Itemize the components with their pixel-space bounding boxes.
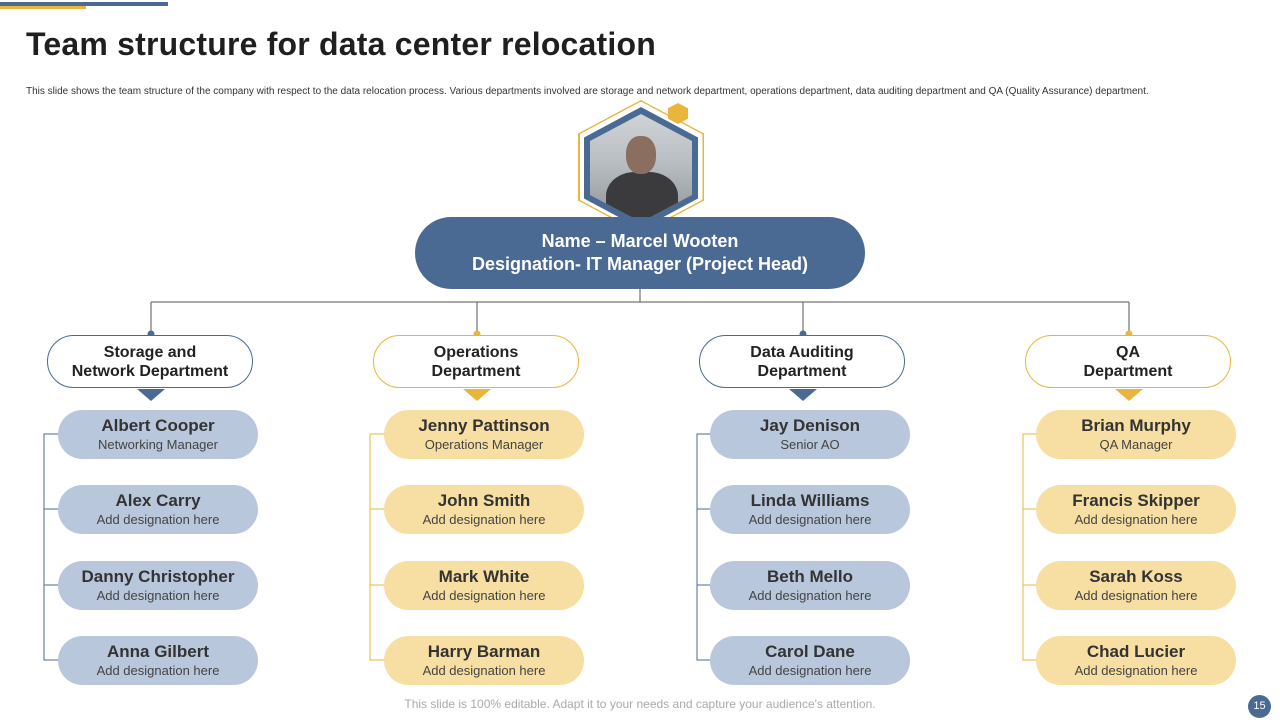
member-designation: Add designation here [422, 512, 546, 527]
member-name: Carol Dane [765, 642, 855, 661]
member-name: Albert Cooper [101, 416, 215, 435]
department-name-line1: QA [1116, 343, 1140, 361]
member-designation: Add designation here [748, 663, 872, 678]
member-card: Carol Dane Add designation here [710, 636, 910, 685]
department-pointer-icon [1115, 389, 1143, 401]
decorative-hexagon-icon [668, 103, 688, 124]
member-name: Sarah Koss [1089, 567, 1183, 586]
member-designation: Operations Manager [424, 437, 544, 452]
member-designation: Add designation here [96, 663, 220, 678]
member-card: Francis Skipper Add designation here [1036, 485, 1236, 534]
member-card: Mark White Add designation here [384, 561, 584, 610]
department-name-line2: Department [757, 362, 847, 380]
member-designation: QA Manager [1099, 437, 1173, 452]
member-name: Anna Gilbert [106, 642, 209, 661]
slide-footer: This slide is 100% editable. Adapt it to… [404, 697, 876, 711]
project-head-avatar [578, 100, 704, 234]
project-head-name: Name – Marcel Wooten [541, 231, 739, 251]
member-name: Francis Skipper [1072, 491, 1200, 510]
member-name: Jay Denison [759, 416, 861, 435]
member-card: Harry Barman Add designation here [384, 636, 584, 685]
project-head-box: Name – Marcel Wooten Designation- IT Man… [415, 217, 865, 289]
member-designation: Add designation here [422, 663, 546, 678]
member-card: Jenny Pattinson Operations Manager [384, 410, 584, 459]
department-name-line1: Storage and [103, 343, 197, 361]
page-number-badge: 15 [1248, 695, 1271, 718]
member-name: Jenny Pattinson [418, 416, 550, 435]
member-designation: Add designation here [748, 512, 872, 527]
department-data-auditing: Data Auditing Department [699, 335, 905, 388]
member-name: Alex Carry [115, 491, 201, 510]
member-name: Brian Murphy [1081, 416, 1191, 435]
member-designation: Add designation here [96, 512, 220, 527]
department-operations: Operations Department [373, 335, 579, 388]
avatar-photo [590, 114, 692, 222]
member-designation: Add designation here [1074, 512, 1198, 527]
department-name-line1: Operations [433, 343, 519, 361]
member-card: Alex Carry Add designation here [58, 485, 258, 534]
member-card: Linda Williams Add designation here [710, 485, 910, 534]
member-card: John Smith Add designation here [384, 485, 584, 534]
member-card: Beth Mello Add designation here [710, 561, 910, 610]
member-name: Beth Mello [767, 567, 853, 586]
department-name-line2: Department [431, 362, 521, 380]
slide-title: Team structure for data center relocatio… [26, 26, 656, 62]
department-name-line2: Department [1083, 362, 1173, 380]
department-pointer-icon [789, 389, 817, 401]
member-name: Danny Christopher [81, 567, 235, 586]
member-name: John Smith [437, 491, 531, 510]
member-card: Sarah Koss Add designation here [1036, 561, 1236, 610]
department-storage-network: Storage and Network Department [47, 335, 253, 388]
department-name-line1: Data Auditing [750, 343, 854, 361]
accent-bar-yellow [0, 6, 86, 9]
accent-bar-blue [0, 2, 168, 6]
member-designation: Add designation here [96, 588, 220, 603]
member-designation: Senior AO [780, 437, 840, 452]
member-name: Linda Williams [750, 491, 870, 510]
member-name: Mark White [438, 567, 530, 586]
department-qa: QA Department [1025, 335, 1231, 388]
member-card: Jay Denison Senior AO [710, 410, 910, 459]
member-designation: Add designation here [748, 588, 872, 603]
member-card: Albert Cooper Networking Manager [58, 410, 258, 459]
member-card: Danny Christopher Add designation here [58, 561, 258, 610]
member-name: Chad Lucier [1086, 642, 1186, 661]
member-designation: Networking Manager [98, 437, 218, 452]
member-designation: Add designation here [422, 588, 546, 603]
member-designation: Add designation here [1074, 588, 1198, 603]
slide-subtitle: This slide shows the team structure of t… [26, 86, 1149, 97]
department-name-line2: Network Department [71, 362, 229, 380]
member-designation: Add designation here [1074, 663, 1198, 678]
member-card: Anna Gilbert Add designation here [58, 636, 258, 685]
member-name: Harry Barman [427, 642, 541, 661]
department-pointer-icon [137, 389, 165, 401]
project-head-designation: Designation- IT Manager (Project Head) [471, 254, 809, 274]
member-card: Chad Lucier Add designation here [1036, 636, 1236, 685]
avatar-photo-head [626, 136, 656, 174]
department-pointer-icon [463, 389, 491, 401]
member-card: Brian Murphy QA Manager [1036, 410, 1236, 459]
